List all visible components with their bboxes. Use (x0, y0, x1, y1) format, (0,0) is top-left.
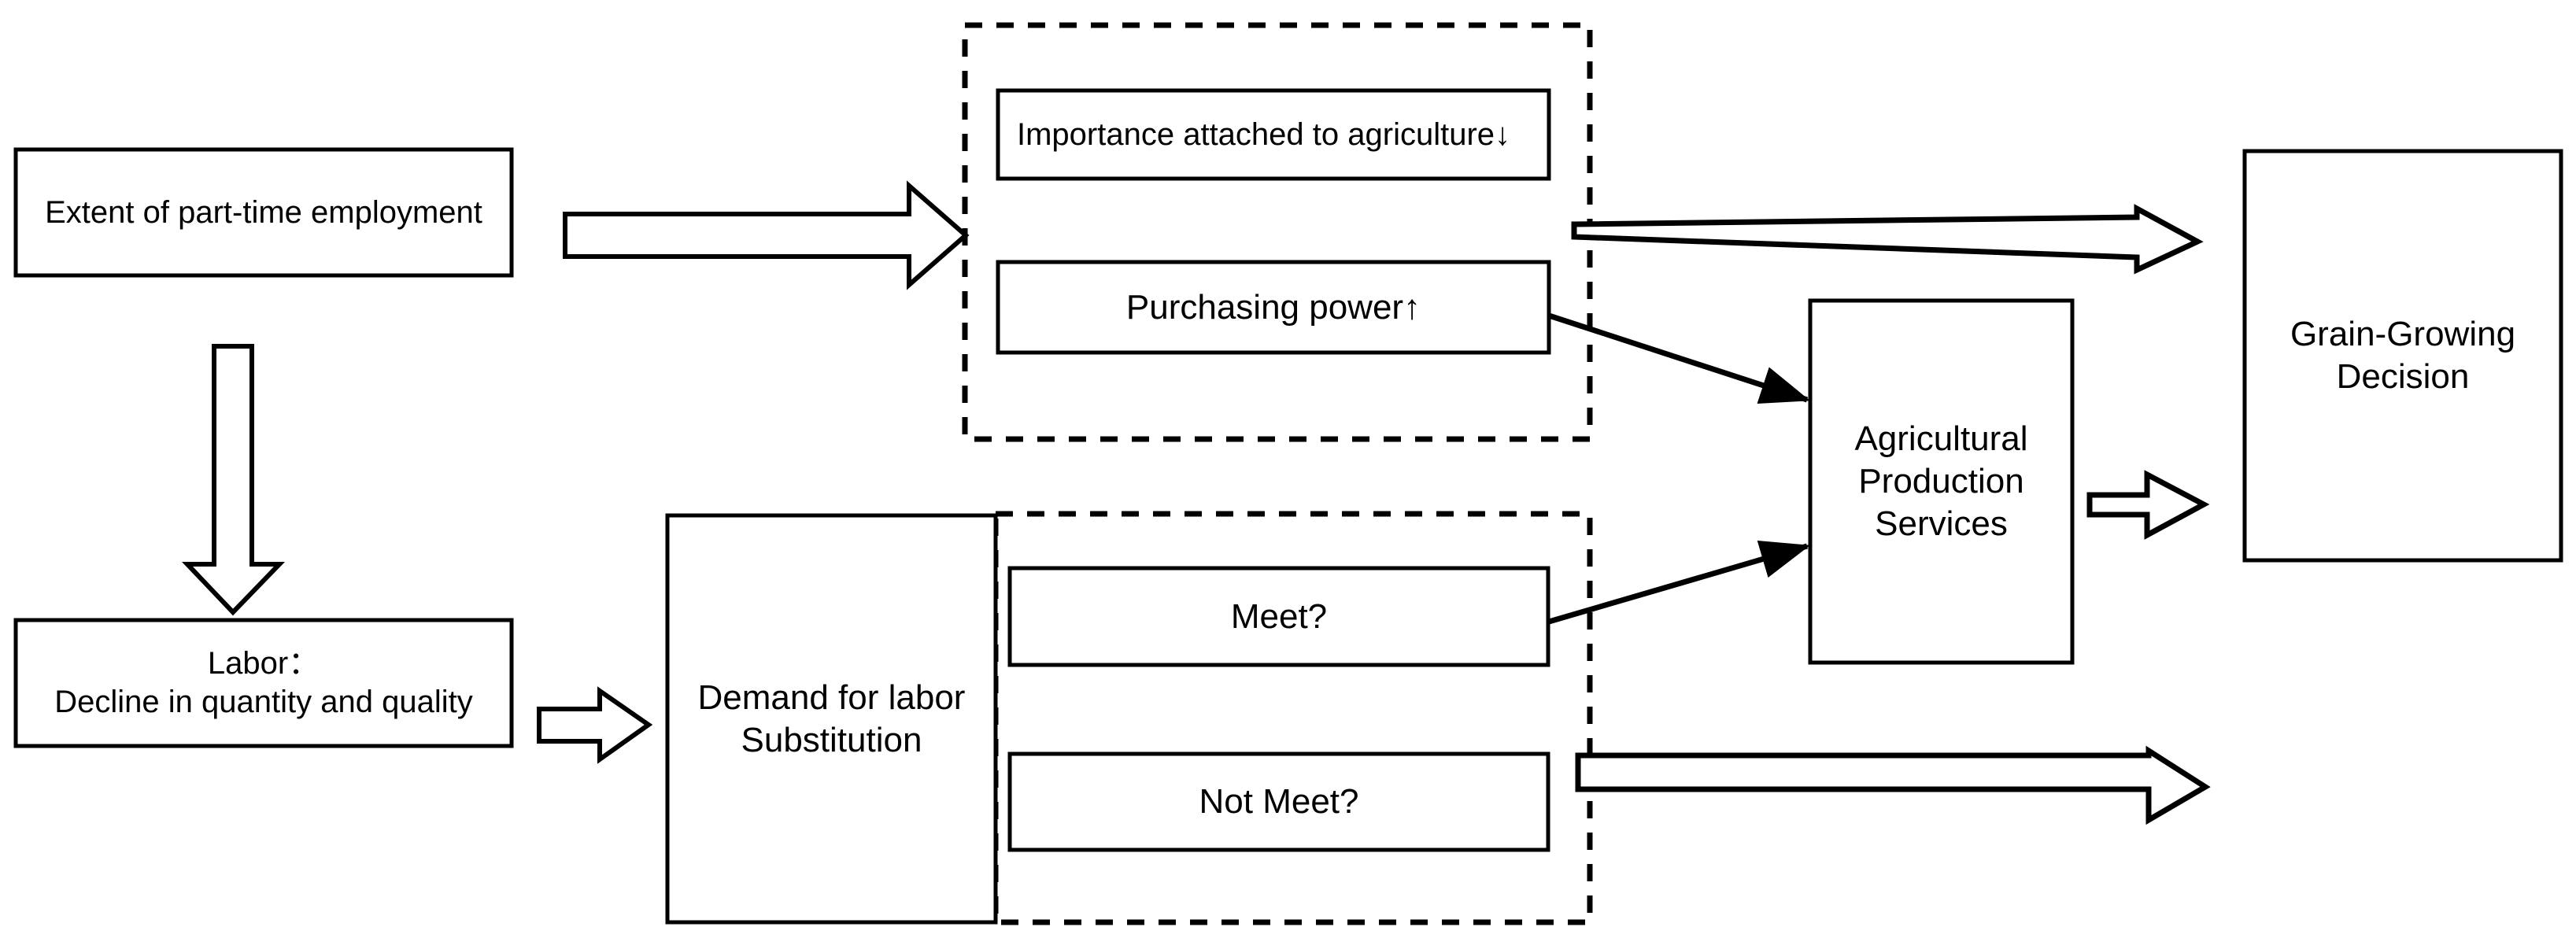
node-box-not-meet[interactable] (1007, 751, 1550, 852)
node-box-importance[interactable] (996, 88, 1551, 181)
node-box-agricultural-production-services[interactable] (1808, 298, 2075, 665)
arrow-top-group-to-decision (1571, 204, 2204, 275)
arrow-services-to-decision (2086, 470, 2210, 540)
node-box-purchasing-power[interactable] (996, 260, 1551, 355)
node-box-demand-for-labor[interactable] (665, 513, 998, 925)
arrow-extent-to-top-group (563, 180, 970, 290)
arrow-purchasing-to-services (1547, 312, 1810, 404)
arrow-extent-to-labor (182, 344, 286, 616)
arrow-labor-to-demand (537, 686, 653, 764)
arrow-bottom-group-to-decision (1575, 745, 2211, 825)
arrow-meet-to-services (1548, 541, 1811, 625)
node-box-grain-growing-decision[interactable] (2242, 149, 2563, 563)
node-box-labor[interactable] (13, 618, 514, 748)
node-box-extent[interactable] (13, 147, 514, 278)
group-box-top-dashed (962, 22, 1593, 442)
node-box-meet[interactable] (1007, 566, 1550, 667)
